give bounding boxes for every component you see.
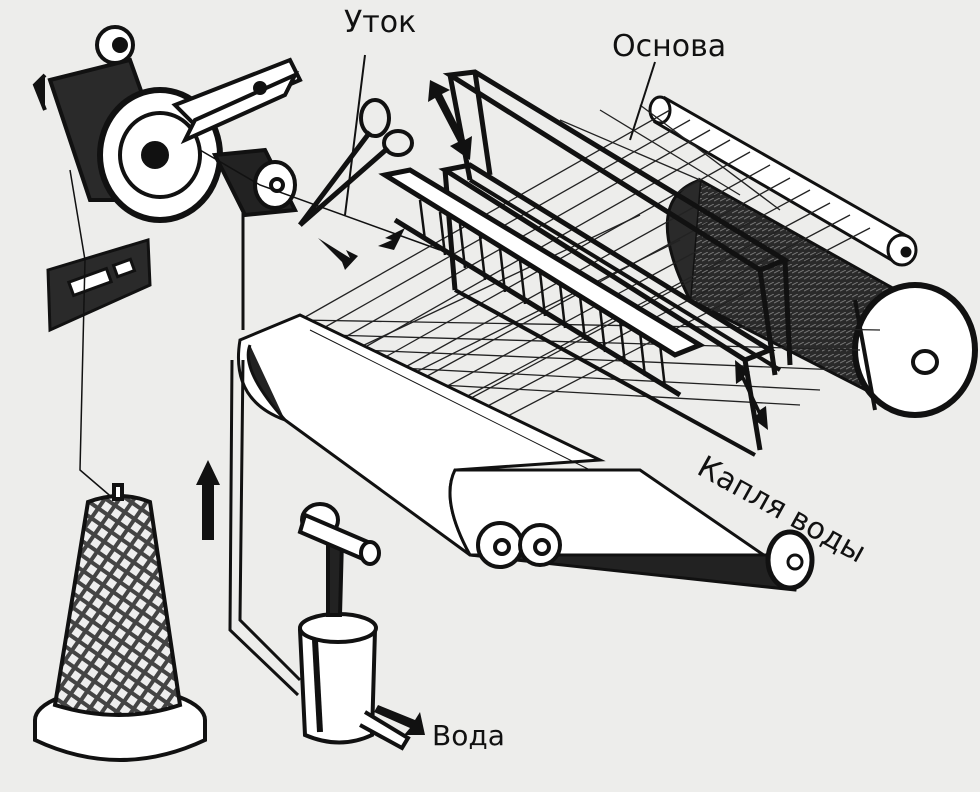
water-up-arrow xyxy=(196,460,220,540)
water-pump xyxy=(297,502,411,751)
weft-feeder-drum xyxy=(32,25,223,223)
label-warp: Основа xyxy=(612,29,727,64)
label-leader-lines xyxy=(344,54,656,216)
heddle-frame-back xyxy=(442,69,793,376)
weft-yarn-cone xyxy=(33,483,207,762)
upper-warp-roller xyxy=(648,95,918,267)
weft-clamp-arm xyxy=(171,57,303,145)
weft-thread xyxy=(69,149,441,501)
reed xyxy=(378,167,706,398)
heddle-up-down-arrow-top xyxy=(428,80,472,160)
heddle-up-down-arrow-bottom xyxy=(735,360,768,430)
label-weft: Уток xyxy=(344,5,417,40)
tension-bracket xyxy=(46,238,152,333)
weft-direction-arrows xyxy=(318,228,405,270)
cloth-rollers xyxy=(476,521,562,569)
weft-cutter-scissors xyxy=(298,98,414,227)
water-inlet-arrow xyxy=(374,705,425,735)
label-water: Вода xyxy=(432,719,505,752)
water-pipe xyxy=(228,210,302,697)
